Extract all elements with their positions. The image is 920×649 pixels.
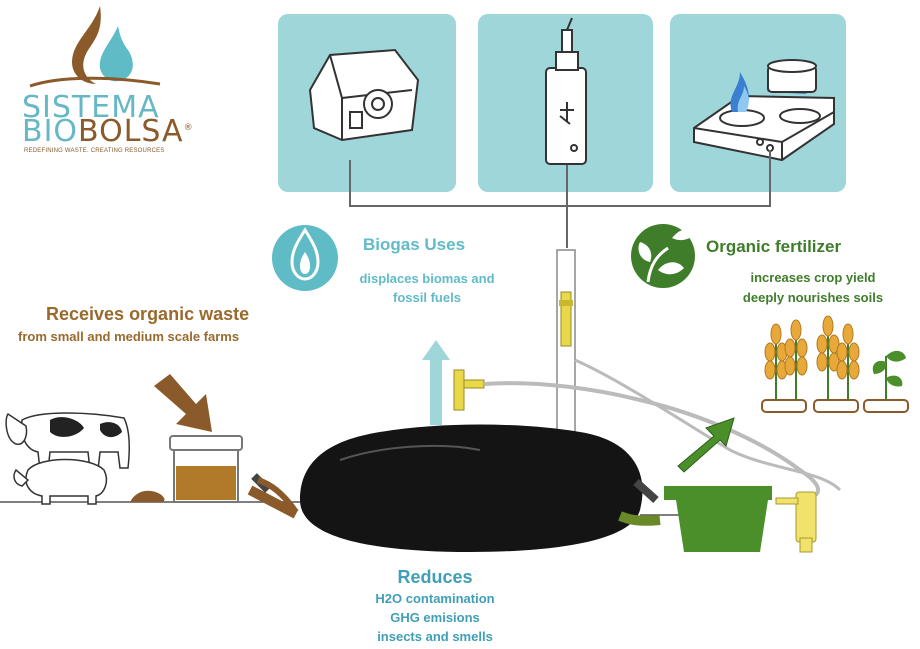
biogas-desc: displaces biomas and fossil fuels <box>346 269 508 307</box>
flame-icon <box>272 225 338 291</box>
fertilizer-desc: increases crop yield deeply nourishes so… <box>730 268 896 308</box>
biogas-line2: fossil fuels <box>393 290 461 305</box>
manure-pile <box>130 490 165 502</box>
fertilizer-title: Organic fertilizer <box>706 237 842 256</box>
logo-wordmark-line1: SISTEMA <box>22 90 160 125</box>
wheat-crops-icon <box>761 315 909 413</box>
gas-hose <box>483 381 821 502</box>
waste-title: Receives organic waste <box>46 304 250 324</box>
plant-fertilizer-icon <box>631 224 695 288</box>
pressure-valve <box>559 291 573 347</box>
logo-wordmark-line2: BIOBOLSA® <box>22 114 194 149</box>
inlet-pipe <box>247 473 299 519</box>
gas-outlet-valve <box>453 369 485 411</box>
biogas-line1: displaces biomas and <box>359 271 495 286</box>
gas-stove-icon <box>693 59 835 162</box>
biodigester-bag <box>300 424 643 552</box>
reduces-item: GHG emisions <box>390 610 480 625</box>
fertilizer-tank <box>618 479 772 552</box>
waste-subtitle: from small and medium scale farms <box>18 329 240 344</box>
diagonal-arrow-green <box>677 417 735 473</box>
gas-distribution-pipes <box>349 150 771 248</box>
pig-icon <box>13 458 108 505</box>
down-arrow-brown <box>154 374 212 432</box>
fertilizer-line2: deeply nourishes soils <box>742 290 884 305</box>
reduces-item: insects and smells <box>377 629 493 644</box>
logo-tagline: REDEFINING WASTE. CREATING RESOURCES <box>24 148 165 154</box>
reduces-item: H2O contamination <box>375 591 495 606</box>
biogas-title: Biogas Uses <box>363 235 466 254</box>
gas-lamp-icon <box>545 17 587 165</box>
mixing-tank <box>169 435 243 503</box>
gas-hose-2 <box>574 358 842 492</box>
generator-icon <box>308 48 420 142</box>
filter-valve <box>775 491 817 553</box>
up-arrow-teal <box>422 340 450 425</box>
fertilizer-line1: increases crop yield <box>750 270 876 285</box>
logo-drop-icon <box>29 6 161 88</box>
logo-bio: BIO <box>22 114 79 149</box>
logo-registered-mark: ® <box>183 123 194 133</box>
reduces-title: Reduces <box>397 567 473 587</box>
reduces-list: H2O contamination GHG emisions insects a… <box>350 589 520 646</box>
logo-bolsa: BOLSA <box>78 114 184 149</box>
cow-icon <box>5 412 130 471</box>
